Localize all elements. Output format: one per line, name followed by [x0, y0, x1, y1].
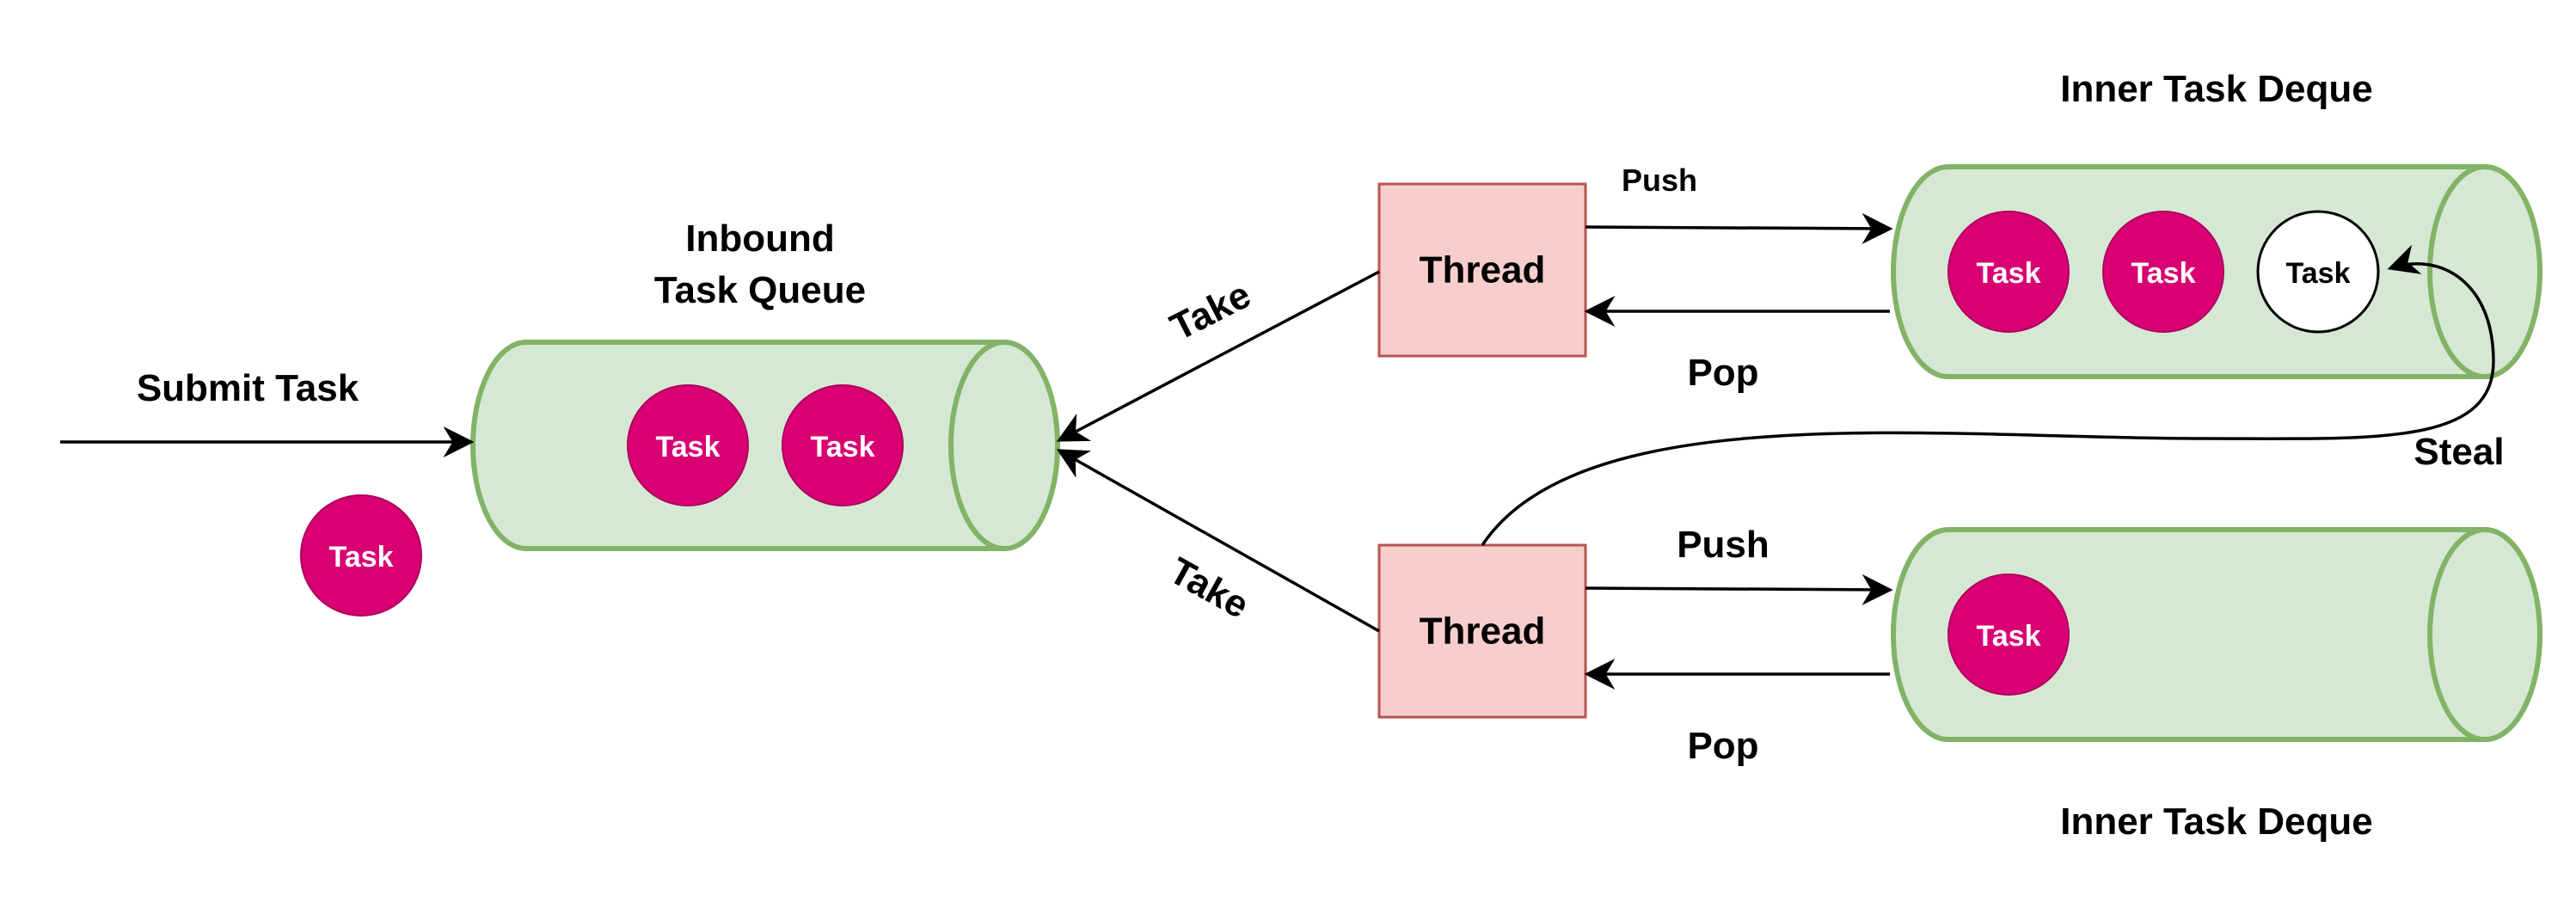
- task-label: Task: [2286, 257, 2351, 290]
- task-circle: [627, 384, 749, 506]
- task-circle: [1947, 574, 2070, 696]
- push-arrow-top: [1585, 212, 1893, 244]
- task-inbound-1: Task: [627, 384, 749, 506]
- thread-label-bottom: Thread: [1420, 610, 1546, 653]
- inner-deque-bottom-title: Inner Task Deque: [2060, 801, 2373, 843]
- stolen-task-circle: [2256, 210, 2380, 334]
- push-label-bottom: Push: [1677, 524, 1769, 566]
- task-circle: [1947, 211, 2070, 333]
- take-label-top: Take: [1164, 273, 1258, 349]
- deque-top-end-cap: [2427, 164, 2542, 379]
- thread-box-top: [1377, 182, 1587, 358]
- task-label: Task: [1977, 257, 2041, 290]
- deque-bottom-end-cap: [2427, 527, 2542, 742]
- task-deque-top-stolen: Task: [2256, 210, 2380, 334]
- inbound-task-queue: [470, 340, 1060, 551]
- pop-label-top: Pop: [1687, 352, 1758, 394]
- task-label: Task: [1977, 620, 2041, 653]
- inbound-queue-title-line1: Inbound: [685, 218, 835, 260]
- inbound-queue-title-line2: Task Queue: [654, 269, 866, 311]
- inbound-queue-end-cap: [948, 340, 1060, 551]
- inner-task-deque-bottom: [1891, 527, 2542, 742]
- thread-top: Thread: [1377, 182, 1587, 358]
- take-arrow-top: [1056, 270, 1380, 442]
- task-label: Task: [2131, 257, 2196, 290]
- push-label-top: Push: [1622, 163, 1697, 198]
- take-label-bottom: Take: [1162, 549, 1256, 627]
- pop-label-bottom: Pop: [1687, 725, 1758, 767]
- take-arrow-bottom: [1056, 449, 1380, 633]
- inner-task-deque-top: [1891, 164, 2542, 379]
- task-inbound-2: Task: [782, 384, 904, 506]
- task-circle: [2102, 211, 2224, 333]
- thread-box-bottom: [1377, 543, 1587, 719]
- thread-bottom: Thread: [1377, 543, 1587, 719]
- push-arrow-bottom: [1585, 574, 1893, 605]
- inner-deque-top-title: Inner Task Deque: [2060, 68, 2373, 110]
- task-deque-top-1: Task: [1947, 211, 2070, 333]
- task-circle: [300, 494, 422, 617]
- submit-task-label: Submit Task: [137, 367, 359, 409]
- task-circle: [782, 384, 904, 506]
- steal-label: Steal: [2413, 431, 2504, 473]
- thread-label-top: Thread: [1420, 249, 1546, 291]
- steal-arrow: [1481, 244, 2495, 546]
- task-label: Task: [656, 431, 721, 463]
- task-label: Task: [811, 431, 875, 463]
- task-label: Task: [329, 541, 394, 574]
- task-incoming: Task: [300, 494, 422, 617]
- task-deque-top-2: Task: [2102, 211, 2224, 333]
- task-deque-bottom-1: Task: [1947, 574, 2070, 696]
